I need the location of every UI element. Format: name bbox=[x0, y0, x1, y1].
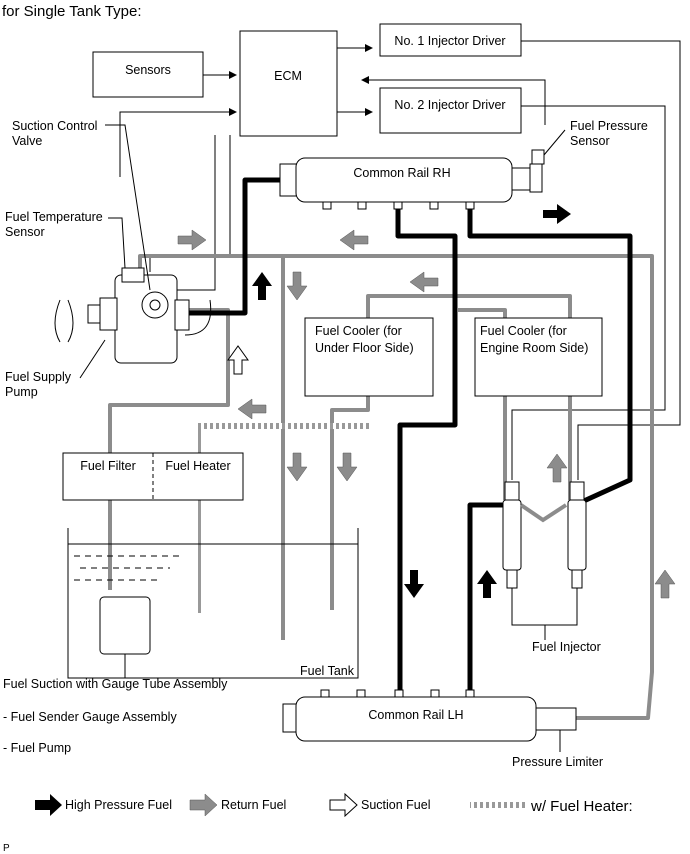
svg-text:- Fuel Pump: - Fuel Pump bbox=[3, 741, 71, 755]
fuel-filter-heater-box: Fuel Filter Fuel Heater bbox=[62, 452, 244, 501]
hp-arrow-down-lh bbox=[404, 570, 424, 598]
svg-text:Fuel Filter: Fuel Filter bbox=[80, 459, 136, 473]
svg-text:Engine Room Side): Engine Room Side) bbox=[480, 341, 588, 355]
ret-arrow-down-1 bbox=[286, 271, 308, 301]
legend-high-pressure-arrow bbox=[35, 794, 62, 816]
fuel-injector-label: Fuel Injector bbox=[532, 640, 601, 654]
fuel-injectors bbox=[502, 481, 587, 640]
hp-arrow-up-pump bbox=[252, 272, 272, 300]
svg-text:Pressure Limiter: Pressure Limiter bbox=[512, 755, 603, 769]
ret-arrow-up-right bbox=[654, 569, 676, 599]
svg-text:No. 1 Injector Driver: No. 1 Injector Driver bbox=[394, 34, 505, 48]
ret-arrow-left-cooler bbox=[409, 271, 439, 293]
legend-heater-line bbox=[470, 802, 525, 808]
footer-code: P bbox=[3, 843, 10, 854]
sensors-box: Sensors bbox=[92, 51, 204, 98]
legend-suction-arrow bbox=[329, 792, 358, 818]
ret-arrow-right-top bbox=[177, 229, 207, 251]
common-rail-rh: Common Rail RH bbox=[279, 157, 543, 210]
svg-text:Suction Control: Suction Control bbox=[12, 119, 97, 133]
legend-return-arrow bbox=[189, 793, 218, 817]
svg-text:Sensors: Sensors bbox=[125, 63, 171, 77]
ret-arrow-up-injector bbox=[546, 453, 568, 483]
svg-text:Under Floor Side): Under Floor Side) bbox=[315, 341, 414, 355]
svg-text:Fuel Cooler (for: Fuel Cooler (for bbox=[480, 324, 567, 338]
svg-text:Fuel Pressure: Fuel Pressure bbox=[570, 119, 648, 133]
svg-text:w/ Fuel Heater:: w/ Fuel Heater: bbox=[530, 798, 633, 815]
svg-text:Common Rail RH: Common Rail RH bbox=[353, 166, 450, 180]
svg-text:ECM: ECM bbox=[274, 69, 302, 83]
fuel-cooler-under-floor: Fuel Cooler (for Under Floor Side) bbox=[304, 317, 434, 397]
legend: High Pressure Fuel Return Fuel Suction F… bbox=[35, 792, 633, 818]
svg-text:Valve: Valve bbox=[12, 134, 42, 148]
svg-text:Fuel Suction with Gauge Tube A: Fuel Suction with Gauge Tube Assembly bbox=[3, 677, 228, 691]
high-pressure-lines bbox=[175, 177, 633, 692]
common-rail-lh: Common Rail LH Pressure Limiter bbox=[282, 689, 603, 769]
svg-text:Return Fuel: Return Fuel bbox=[221, 798, 286, 812]
svg-text:Suction Fuel: Suction Fuel bbox=[361, 798, 430, 812]
fuel-cooler-engine-room: Fuel Cooler (for Engine Room Side) bbox=[474, 317, 603, 397]
svg-text:Fuel Supply: Fuel Supply bbox=[5, 370, 72, 384]
injector-driver-1-box: No. 1 Injector Driver bbox=[379, 23, 522, 57]
ret-arrow-left-top bbox=[339, 229, 369, 251]
fuel-tank: Fuel Tank bbox=[67, 528, 359, 679]
svg-text:Sensor: Sensor bbox=[570, 134, 610, 148]
svg-text:No. 2 Injector Driver: No. 2 Injector Driver bbox=[394, 98, 505, 112]
callouts: Suction Control Valve Fuel Temperature S… bbox=[3, 119, 648, 755]
hp-arrow-up-lh bbox=[477, 570, 497, 598]
injector-driver-2-box: No. 2 Injector Driver bbox=[379, 87, 522, 134]
ret-arrow-down-2 bbox=[286, 452, 308, 482]
diagram-heading: for Single Tank Type: bbox=[2, 3, 142, 20]
fuel-supply-pump bbox=[54, 267, 212, 364]
flow-arrows bbox=[177, 204, 676, 599]
ret-arrow-left-filter bbox=[237, 398, 267, 420]
heater-line bbox=[196, 423, 371, 613]
svg-text:Sensor: Sensor bbox=[5, 225, 45, 239]
svg-text:Common Rail LH: Common Rail LH bbox=[368, 708, 463, 722]
svg-text:Fuel Tank: Fuel Tank bbox=[300, 664, 355, 678]
suction-arrow-up bbox=[227, 345, 249, 375]
fuel-pressure-sensor bbox=[531, 129, 566, 165]
svg-text:- Fuel Sender Gauge Assembly: - Fuel Sender Gauge Assembly bbox=[3, 710, 177, 724]
svg-text:Fuel Heater: Fuel Heater bbox=[165, 459, 230, 473]
hp-arrow-right-rh bbox=[543, 204, 571, 224]
svg-text:Fuel Temperature: Fuel Temperature bbox=[5, 210, 103, 224]
ecm-box: ECM bbox=[239, 30, 338, 137]
svg-text:High Pressure Fuel: High Pressure Fuel bbox=[65, 798, 172, 812]
svg-text:Fuel Cooler (for: Fuel Cooler (for bbox=[315, 324, 402, 338]
svg-text:Pump: Pump bbox=[5, 385, 38, 399]
ret-arrow-down-3 bbox=[336, 452, 358, 482]
